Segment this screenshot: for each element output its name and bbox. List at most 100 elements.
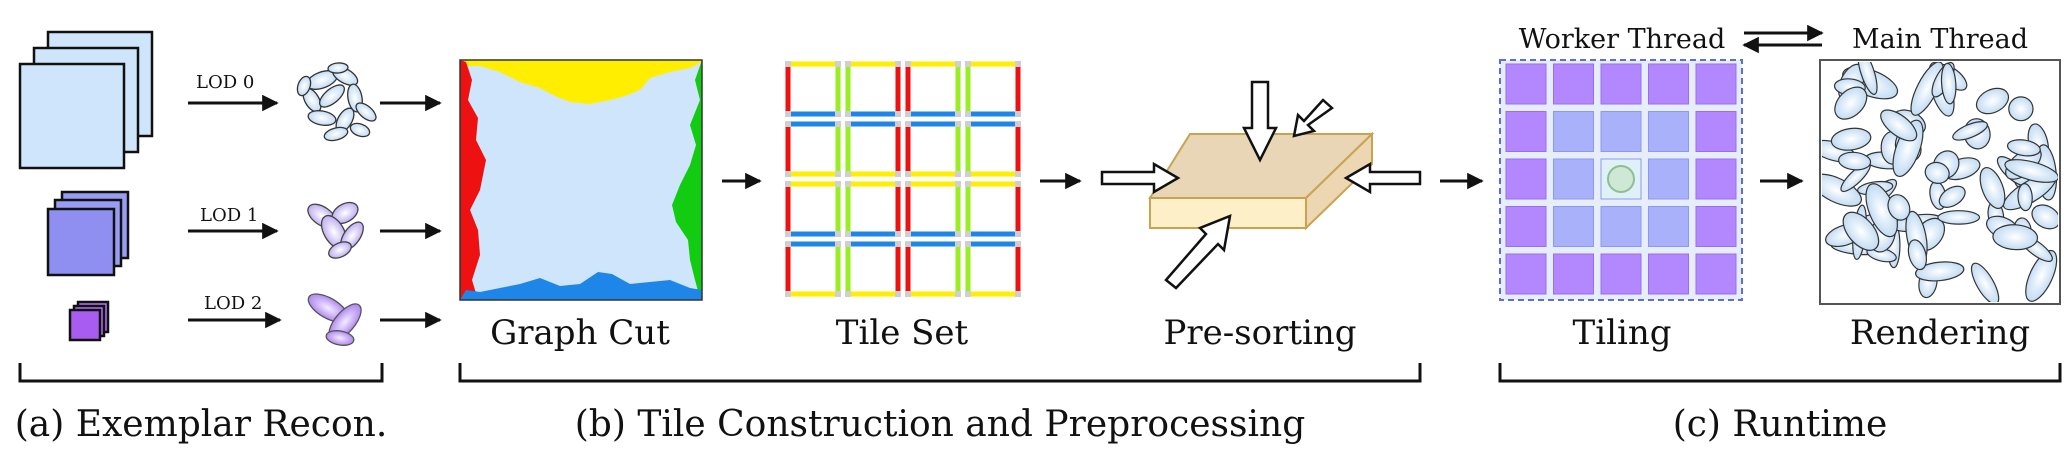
presorting-hollow-arrows [1100, 80, 1422, 290]
rendered-splat [1838, 151, 1872, 171]
rendered-splat [1830, 127, 1872, 151]
section-a-label: (a) Exemplar Recon. [15, 404, 388, 445]
tile [785, 61, 841, 117]
splat-cluster-lod1 [307, 201, 364, 259]
lod0-label: LOD 0 [196, 72, 254, 93]
thread-exchange-arrows [1742, 24, 1824, 54]
tile [905, 121, 961, 177]
bracket-exemplar [18, 363, 384, 383]
tile [845, 61, 901, 117]
worker-thread-label: Worker Thread [1519, 24, 1726, 55]
tiling-cell [1505, 111, 1547, 152]
exemplar-stack-lod2 [68, 300, 110, 342]
rendered-splat [1842, 211, 1880, 251]
press-arrow-bottom-left [1164, 214, 1232, 290]
tiling-cell [1505, 206, 1547, 247]
rendered-splat [2006, 139, 2041, 157]
tile [785, 181, 841, 237]
tiling-cell [1553, 206, 1594, 247]
rendering-view [1819, 59, 2061, 305]
viewer-position-marker [1607, 165, 1635, 193]
tile-set-label: Tile Set [836, 313, 969, 353]
rendered-splat [1834, 86, 1868, 120]
tiling-cell [1553, 158, 1594, 200]
section-b-label: (b) Tile Construction and Preprocessing [575, 404, 1306, 445]
tile [845, 121, 901, 177]
splat-cluster-lod0 [296, 62, 377, 142]
tile [965, 121, 1021, 177]
tiling-cell [1600, 206, 1642, 247]
tiling-grid [1499, 59, 1743, 301]
rendered-splat [1940, 62, 1957, 105]
rendered-splat [1992, 224, 2039, 251]
tile [905, 61, 961, 117]
tiling-cell [1695, 253, 1737, 295]
tiling-cell [1505, 63, 1547, 105]
rendered-splat [2017, 183, 2033, 212]
tile [965, 181, 1021, 237]
rendered-splat [2008, 96, 2034, 122]
lod1-label: LOD 1 [200, 205, 258, 226]
bracket-tile-construction [458, 363, 1422, 383]
tiling-cell [1648, 158, 1689, 200]
tiling-cell [1648, 111, 1689, 152]
tiling-cell [1553, 253, 1594, 295]
rendered-splat [2031, 204, 2058, 230]
rendered-splat [1915, 261, 1965, 282]
presorting-box [1148, 131, 1375, 231]
rendered-splat [1822, 173, 1862, 207]
graph-cut-image [459, 59, 703, 301]
tiling-cell [1553, 63, 1594, 105]
rendering-label: Rendering [1850, 313, 2030, 353]
rendered-splat [2025, 249, 2058, 302]
rendered-splat [1887, 194, 1911, 221]
lod2-label: LOD 2 [204, 293, 262, 314]
rendered-splat [1970, 262, 2000, 302]
press-arrow-left [1100, 161, 1181, 195]
tile [965, 241, 1021, 297]
tiling-cell [1600, 63, 1642, 105]
tiling-cell [1695, 63, 1737, 105]
rendered-splat [1907, 239, 1928, 271]
rendered-splat [1975, 87, 2010, 115]
presorting-label: Pre-sorting [1163, 313, 1356, 353]
exemplar-stack-lod0 [18, 30, 154, 170]
rendered-splat [1924, 161, 1950, 184]
tiling-cell [1600, 253, 1642, 295]
tiling-cell [1695, 206, 1737, 247]
main-thread-label: Main Thread [1852, 24, 2028, 55]
tile [905, 241, 961, 297]
rendered-splat [1952, 121, 1989, 141]
tiling-cell [1600, 111, 1642, 152]
rendered-splat [1938, 185, 1966, 208]
tiling-cell [1505, 253, 1547, 295]
rendered-splat [1979, 166, 2006, 210]
press-arrow-top-right [1292, 98, 1335, 138]
tile [845, 241, 901, 297]
press-arrow-right [1343, 161, 1422, 195]
tiling-cell [1648, 253, 1689, 295]
tile-set-grid [785, 61, 1021, 297]
rendered-splat [1937, 210, 1981, 225]
tiling-cell [1505, 158, 1547, 200]
tiling-label: Tiling [1573, 313, 1672, 353]
exemplar-stack-lod1 [46, 190, 130, 277]
tile [785, 241, 841, 297]
splat-cluster-lod2 [307, 293, 362, 346]
tiling-cell [1648, 206, 1689, 247]
tiling-cell [1553, 111, 1594, 152]
tiling-cell [1695, 158, 1737, 200]
rendered-splat [1857, 62, 1878, 95]
tile [905, 181, 961, 237]
tile [845, 181, 901, 237]
tiling-cell [1648, 63, 1689, 105]
tiling-cell [1695, 111, 1737, 152]
section-c-label: (c) Runtime [1673, 404, 1888, 445]
rendered-splat [2004, 159, 2058, 183]
tile [785, 121, 841, 177]
rendered-splat [1880, 109, 1918, 142]
tile [965, 61, 1021, 117]
graph-cut-label: Graph Cut [490, 313, 670, 353]
bracket-runtime [1498, 363, 2062, 383]
